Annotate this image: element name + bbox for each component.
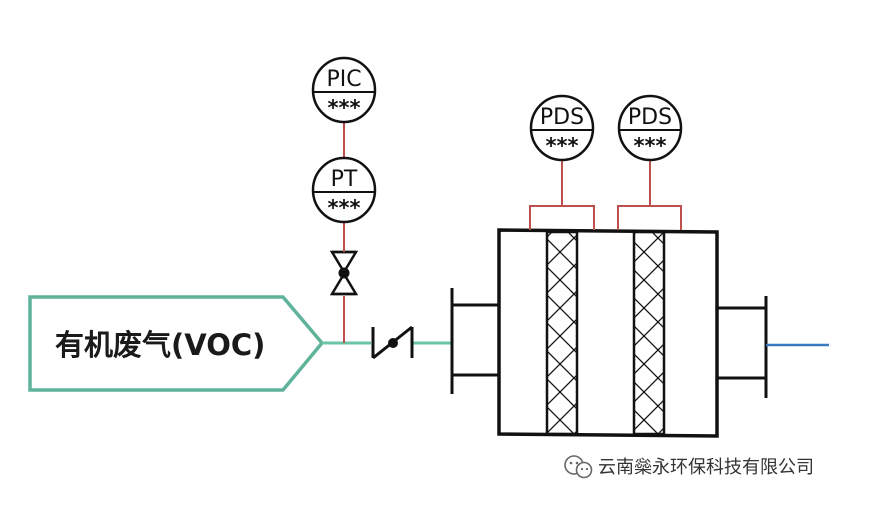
instrument-pds-2: PDS *** <box>617 94 683 162</box>
filter-bed-1 <box>545 230 579 436</box>
watermark-text: 云南橤永环保科技有限公司 <box>598 457 814 478</box>
instrument-pt-value: *** <box>328 196 361 220</box>
instrument-pt-tag: PT <box>331 167 358 192</box>
pds-1-taps <box>529 160 595 230</box>
instrument-pds-1-tag: PDS <box>540 105 584 130</box>
voc-source-label: 有机废气(VOC) <box>55 328 265 362</box>
gate-valve-icon <box>329 250 359 296</box>
filter-bed-2 <box>632 230 666 436</box>
instrument-pds-1-value: *** <box>546 134 579 158</box>
watermark: 云南橤永环保科技有限公司 <box>564 455 814 479</box>
instrument-pds-1: PDS *** <box>529 94 595 162</box>
outlet-nozzle <box>717 296 768 398</box>
instrument-pic-tag: PIC <box>326 67 361 92</box>
instrument-pds-2-tag: PDS <box>628 105 672 130</box>
instrument-pic: PIC *** <box>311 56 377 124</box>
pds-2-taps <box>617 160 682 230</box>
absorber-vessel <box>497 228 719 438</box>
voc-source: 有机废气(VOC) <box>28 295 325 392</box>
wechat-icon <box>564 455 593 479</box>
inlet-nozzle <box>450 288 499 394</box>
instrument-pic-value: *** <box>328 96 361 120</box>
instrument-pt: PT *** <box>311 156 377 224</box>
instrument-pds-2-value: *** <box>634 134 667 158</box>
check-valve-icon <box>371 325 414 360</box>
voc-source-shape <box>28 295 325 392</box>
